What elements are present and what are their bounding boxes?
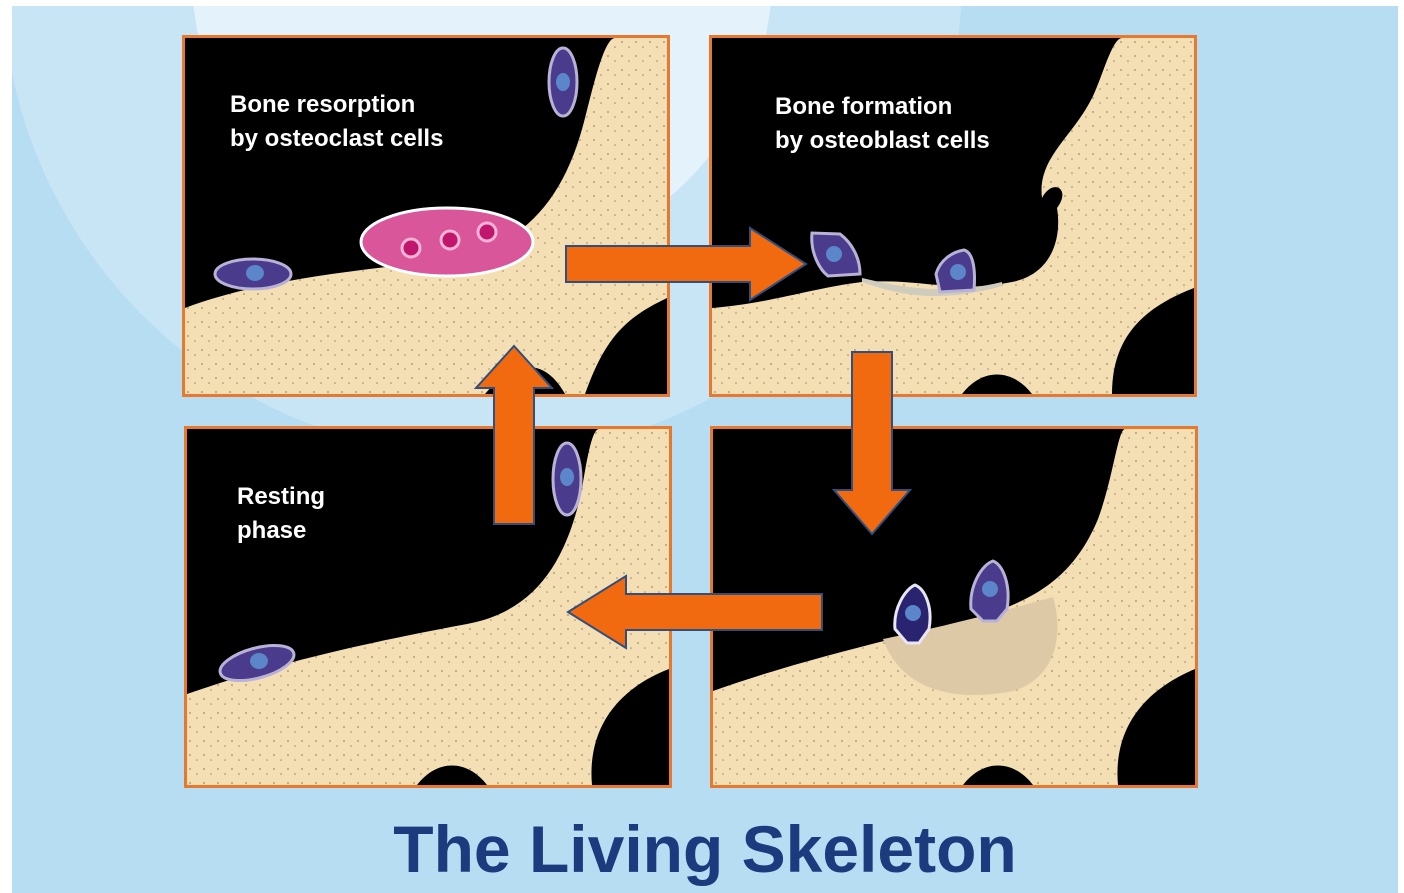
arrow-formation-to-mineralization <box>830 348 914 538</box>
formation-caption-line2: by osteoblast cells <box>775 124 990 158</box>
panel-bone-formation: Bone formation by osteoblast cells <box>709 35 1197 397</box>
panel-bone-resorption: Bone resorption by osteoclast cells <box>182 35 670 397</box>
resting-caption-line1: Resting <box>237 480 325 514</box>
arrow-mineralization-to-resting <box>564 572 826 652</box>
resting-caption-line2: phase <box>237 514 325 548</box>
arrow-resorption-to-formation <box>562 224 812 304</box>
arrow-resting-to-resorption <box>472 342 556 528</box>
resorption-caption-line1: Bone resorption <box>230 88 443 122</box>
formation-caption-line1: Bone formation <box>775 90 990 124</box>
resorption-caption-line2: by osteoclast cells <box>230 122 443 156</box>
page-title: The Living Skeleton <box>12 809 1398 889</box>
slide: Bone resorption by osteoclast cells Bone… <box>12 6 1398 893</box>
